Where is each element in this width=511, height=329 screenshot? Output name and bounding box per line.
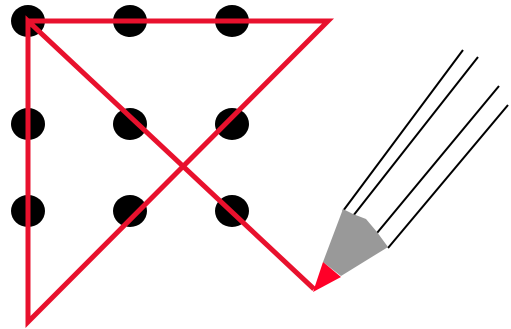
pencil-icon: [313, 49, 509, 292]
solution-path: [25, 15, 335, 329]
pencil-tip: [313, 262, 341, 292]
dot-r2-c2: [113, 108, 147, 140]
pencil-body-line: [352, 56, 479, 217]
pencil-body-line: [387, 104, 509, 249]
pencil-body-line: [376, 85, 500, 234]
solution-line: [25, 15, 335, 329]
dot-r3-c2: [113, 195, 147, 227]
pencil-wood: [323, 209, 388, 276]
dot-r2-c3: [215, 108, 249, 140]
pencil-body-line: [342, 49, 464, 212]
